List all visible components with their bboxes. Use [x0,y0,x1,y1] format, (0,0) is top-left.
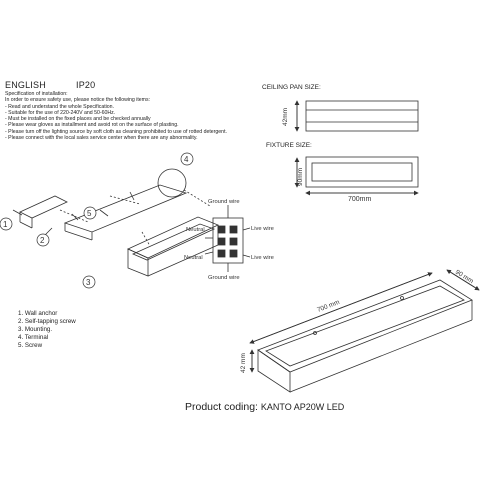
fixture-width: 700mm [348,196,372,203]
callout-1: 1 [3,220,8,229]
spec-line: - Please turn off the lighting source by… [5,128,227,135]
product-code: KANTO AP20W LED [260,402,345,412]
spec-line: - Suitable for the use of 220-240V and 5… [5,109,116,116]
callout-3: 3 [86,278,91,287]
spec-line: - Please connect with the local sales se… [5,135,198,142]
fixture-drawing [294,156,419,196]
product-coding: Product coding: KANTO AP20W LED [185,401,344,413]
ceiling-pan-height: 42mm [282,108,289,126]
spec-line: In order to ensure safety use, please no… [5,97,151,104]
parts-legend: 1. Wall anchor 2. Self-tapping screw 3. … [18,310,76,350]
ip-rating: IP20 [76,80,96,90]
installation-exploded-view [12,168,220,277]
callout-markers [0,152,194,289]
spec-line: - Please wear gloves as installment and … [5,122,179,129]
legend-item: 5. Screw [18,342,43,349]
ground-wire-bottom: Ground wire [208,275,240,281]
iso-height: 42 mm [240,353,247,373]
spec-title: Specification of installation: [5,91,68,97]
fixture-label: FIXTURE SIZE: [266,142,312,149]
live-wire-bottom: Live wire [251,255,274,261]
neutral-top: Neutral [186,227,205,233]
legend-item: 4. Terminal [18,334,49,341]
terminal-block [204,205,251,272]
fixture-height: 90mm [297,168,304,186]
ceiling-pan-drawing [294,100,419,132]
spec-line: - Read and understand the whole Specific… [5,103,115,110]
ceiling-pan-label: CEILING PAN SIZE: [262,84,321,91]
language-label: ENGLISH [5,80,46,90]
ground-wire-top: Ground wire [208,199,240,205]
callout-2: 2 [40,236,45,245]
isometric-fixture [249,269,480,393]
specification-block: Specification of installation: In order … [5,91,265,141]
legend-item: 3. Mounting. [18,326,53,333]
legend-item: 2. Self-tapping screw [18,318,76,325]
product-coding-label: Product coding: [185,401,258,413]
legend-item: 1. Wall anchor [18,310,58,317]
callout-5: 5 [87,209,92,218]
spec-line: - Must be installed on the fixed places … [5,116,151,123]
live-wire-top: Live wire [251,226,274,232]
callout-4: 4 [184,155,189,164]
iso-length: 700 mm [316,299,340,314]
neutral-bottom: Neutral [184,255,203,261]
iso-depth: 90 mm [454,269,475,285]
